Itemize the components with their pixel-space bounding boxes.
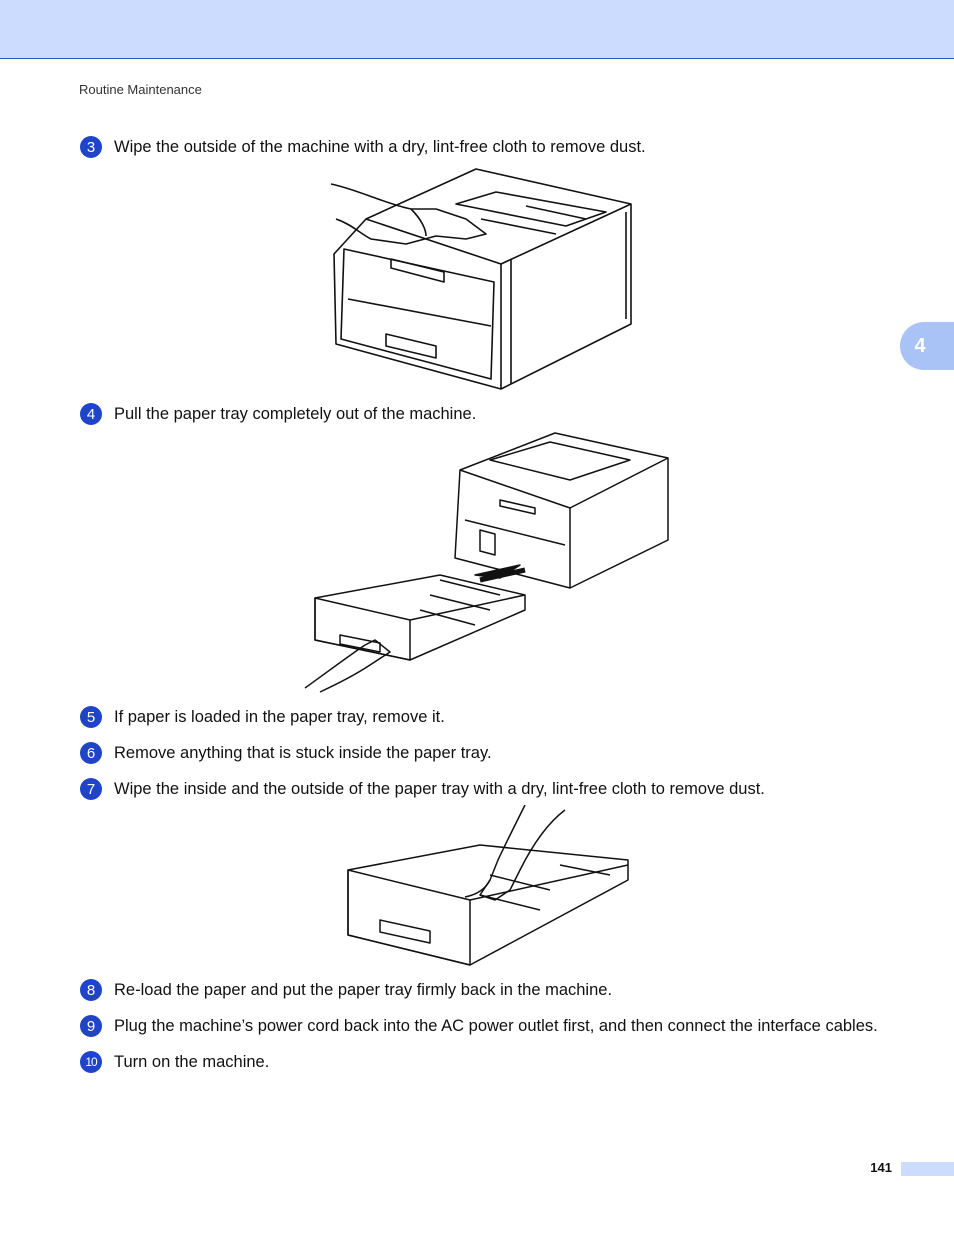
step-number-badge: 7 <box>80 778 102 800</box>
step-text: Wipe the inside and the outside of the p… <box>114 779 765 798</box>
tray-wipe-illustration <box>340 805 635 970</box>
step-number-badge: 5 <box>80 706 102 728</box>
step-6: 6 Remove anything that is stuck inside t… <box>80 742 492 764</box>
chapter-tab: 4 <box>900 322 954 370</box>
tray-removal-illustration <box>300 430 675 695</box>
step-8: 8 Re-load the paper and put the paper tr… <box>80 979 612 1001</box>
step-text: Remove anything that is stuck inside the… <box>114 743 492 762</box>
step-text: If paper is loaded in the paper tray, re… <box>114 707 445 726</box>
running-head: Routine Maintenance <box>79 82 202 97</box>
step-number-badge: 9 <box>80 1015 102 1037</box>
step-4: 4 Pull the paper tray completely out of … <box>80 403 476 425</box>
step-number-badge: 6 <box>80 742 102 764</box>
step-text: Pull the paper tray completely out of th… <box>114 404 477 423</box>
printer-wipe-illustration <box>326 164 646 392</box>
page-number: 141 <box>870 1160 892 1175</box>
header-band <box>0 0 954 59</box>
footer-band <box>901 1162 954 1176</box>
step-number-badge: 8 <box>80 979 102 1001</box>
step-number-badge: 10 <box>80 1051 102 1073</box>
step-number-badge: 3 <box>80 136 102 158</box>
step-7: 7 Wipe the inside and the outside of the… <box>80 778 765 800</box>
step-10: 10 Turn on the machine. <box>80 1051 269 1073</box>
step-text: Plug the machine’s power cord back into … <box>114 1016 878 1035</box>
step-5: 5 If paper is loaded in the paper tray, … <box>80 706 445 728</box>
step-text: Re-load the paper and put the paper tray… <box>114 980 613 999</box>
step-number-badge: 4 <box>80 403 102 425</box>
step-text: Turn on the machine. <box>114 1052 270 1071</box>
step-3: 3 Wipe the outside of the machine with a… <box>80 136 646 158</box>
step-text: Wipe the outside of the machine with a d… <box>114 137 646 156</box>
step-9: 9 Plug the machine’s power cord back int… <box>80 1015 878 1037</box>
